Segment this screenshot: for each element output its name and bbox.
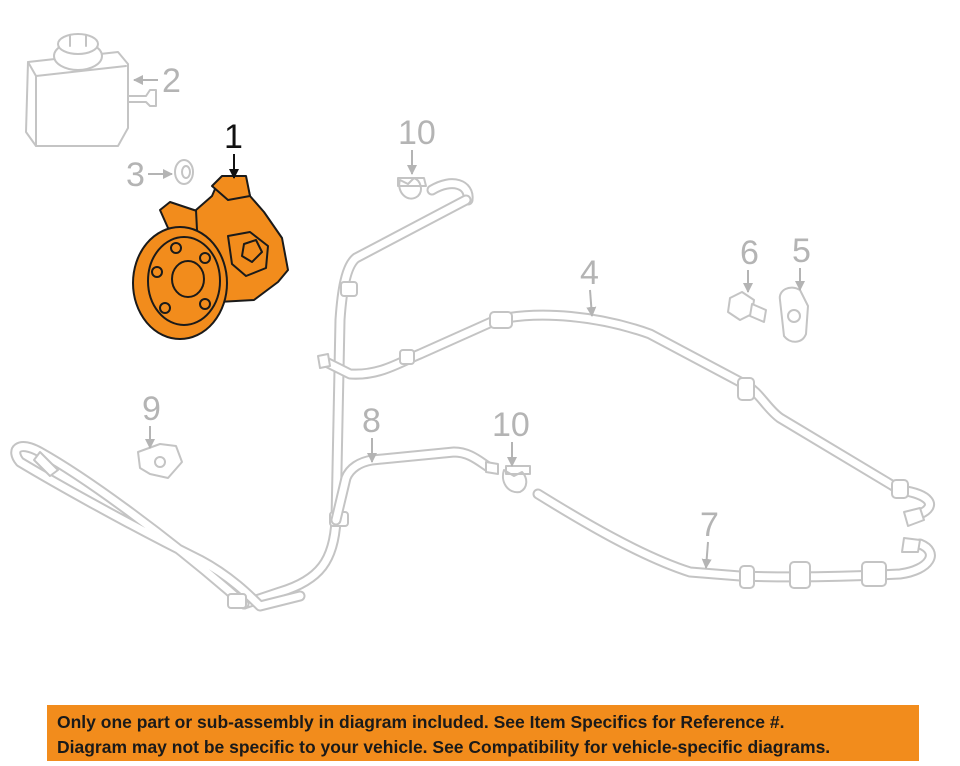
callout-4: 4 [580,254,599,317]
callout-5-label: 5 [792,232,811,270]
disclaimer-line-2: Diagram may not be specific to your vehi… [57,737,831,757]
callout-2: 2 [133,62,181,100]
callout-10-upper: 10 [398,114,436,175]
fitting-part [778,286,809,343]
parts-diagram: 1 2 3 4 5 6 7 8 9 10 10 [10,33,936,612]
cooler-line-part [317,309,935,527]
callout-6: 6 [740,234,759,293]
callout-9-label: 9 [142,390,161,428]
callout-1: 1 [224,118,243,179]
callout-8: 8 [362,402,381,463]
pump-part [132,175,289,340]
callout-5: 5 [792,232,811,291]
callout-10-lower-label: 10 [492,406,530,444]
seal-ring-part [174,159,194,185]
callout-7-label: 7 [700,506,719,544]
reservoir-part [25,33,157,147]
return-line-loop-part [10,441,306,612]
callout-6-label: 6 [740,234,759,272]
callout-10-lower: 10 [492,406,530,467]
bolt-part [727,291,767,323]
callout-2-label: 2 [162,62,181,100]
pipe-part [330,446,499,526]
callout-4-label: 4 [580,254,599,292]
callout-10-upper-label: 10 [398,114,436,152]
disclaimer-line-1: Only one part or sub-assembly in diagram… [57,712,785,732]
bracket-part [137,443,183,479]
clamp-upper-part [397,177,474,206]
callout-7: 7 [700,506,719,569]
clamp-lower-part [502,465,531,494]
callout-9: 9 [142,390,161,449]
callout-1-label: 1 [224,118,243,156]
disclaimer-banner: Only one part or sub-assembly in diagram… [47,705,919,761]
callout-3-label: 3 [126,156,145,194]
callout-8-label: 8 [362,402,381,440]
hose-part [532,488,936,589]
callout-3: 3 [126,156,173,194]
